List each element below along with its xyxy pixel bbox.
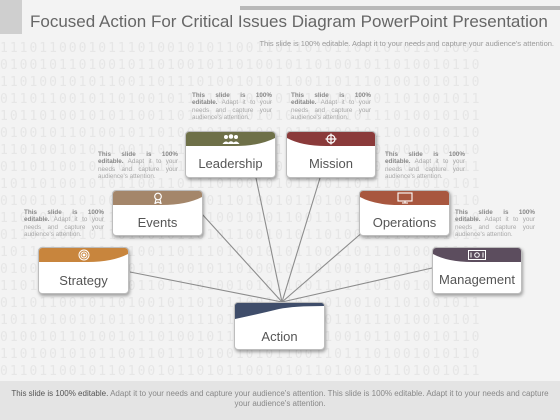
node-label-leadership: Leadership bbox=[198, 156, 263, 171]
node-label-management: Management bbox=[439, 272, 515, 287]
node-events: Events bbox=[112, 190, 203, 236]
node-label-operations: Operations bbox=[372, 215, 437, 230]
footer-caption: This slide is 100% editable. Adapt it to… bbox=[0, 381, 560, 420]
footer-lead: This slide is 100% editable. bbox=[11, 389, 109, 398]
note-events: This slide is 100% editable. Adapt it to… bbox=[98, 151, 178, 181]
slide-title: Focused Action For Critical Issues Diagr… bbox=[30, 12, 548, 31]
note-strategy: This slide is 100% editable. Adapt it to… bbox=[24, 209, 104, 239]
connector-strategy bbox=[129, 271, 283, 303]
award-icon bbox=[153, 192, 162, 204]
connector-management bbox=[281, 267, 433, 303]
people-icon bbox=[222, 134, 239, 144]
connector-mission bbox=[281, 177, 321, 303]
header-rule bbox=[240, 6, 560, 10]
node-label-events: Events bbox=[137, 215, 178, 230]
connector-events bbox=[201, 213, 283, 303]
crosshair-icon bbox=[325, 133, 337, 145]
node-cap bbox=[186, 132, 275, 146]
footer-body: Adapt it to your needs and capture your … bbox=[110, 389, 549, 408]
node-cap bbox=[235, 303, 324, 319]
note-leadership: This slide is 100% editable. Adapt it to… bbox=[192, 92, 272, 122]
note-operations: This slide is 100% editable. Adapt it to… bbox=[385, 151, 465, 181]
slide-subtitle: This slide is 100% editable. Adapt it to… bbox=[259, 39, 554, 48]
node-cap bbox=[433, 248, 521, 262]
note-mission: This slide is 100% editable. Adapt it to… bbox=[291, 92, 371, 122]
monitor-icon bbox=[396, 192, 413, 204]
node-label-action: Action bbox=[261, 329, 298, 344]
node-label-mission: Mission bbox=[308, 156, 354, 171]
target-icon bbox=[78, 249, 89, 261]
corner-accent bbox=[0, 0, 22, 34]
node-cap bbox=[360, 191, 449, 205]
node-leadership: Leadership bbox=[185, 131, 276, 178]
money-icon bbox=[468, 250, 486, 260]
node-cap bbox=[113, 191, 202, 205]
node-management: Management bbox=[432, 247, 522, 294]
node-mission: Mission bbox=[286, 131, 376, 178]
node-operations: Operations bbox=[359, 190, 450, 236]
connector-operations bbox=[281, 230, 365, 303]
node-label-strategy: Strategy bbox=[59, 273, 108, 288]
node-strategy: Strategy bbox=[38, 247, 129, 294]
connector-leadership bbox=[255, 177, 283, 303]
note-management: This slide is 100% editable. Adapt it to… bbox=[455, 209, 535, 239]
node-action: Action bbox=[234, 302, 325, 350]
